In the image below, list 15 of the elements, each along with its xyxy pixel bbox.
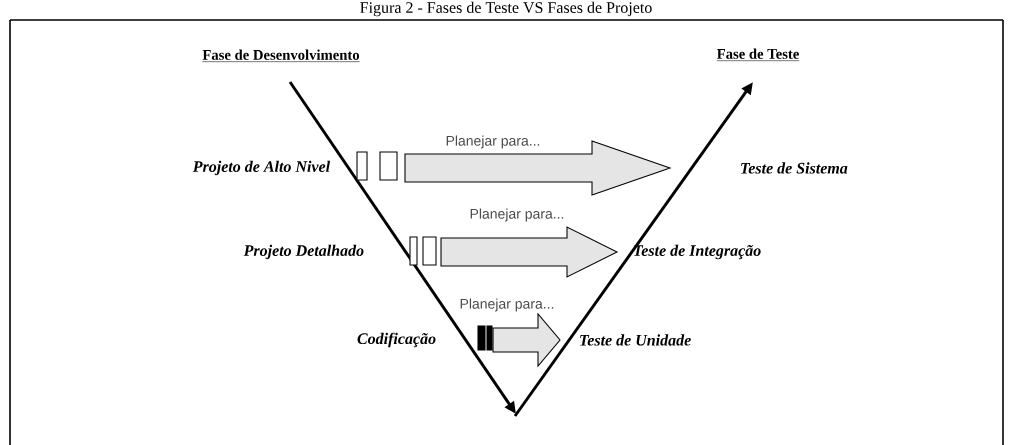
edge-label: Planejar para... (460, 298, 554, 312)
figure-title: Figura 2 - Fases de Teste VS Fases de Projeto (360, 1, 652, 17)
block-arrow (404, 140, 672, 196)
phase-heading: Fase de Desenvolvimento (202, 49, 360, 62)
block-arrow (492, 312, 561, 368)
phase-heading: Fase de Teste (716, 48, 800, 61)
stage-label: Teste de Integração (634, 244, 761, 260)
edge-label: Planejar para... (470, 208, 564, 222)
stage-label: Projeto Detalhado (243, 244, 364, 260)
stage-label: Teste de Sistema (741, 162, 848, 174)
stage-label: Codificação (357, 332, 436, 348)
stage-label: Teste de Unidade (580, 334, 691, 346)
edge-label: Planejar para... (446, 135, 540, 149)
stage-label: Projeto de Alto Nivel (192, 160, 331, 176)
block-arrow (440, 226, 619, 278)
